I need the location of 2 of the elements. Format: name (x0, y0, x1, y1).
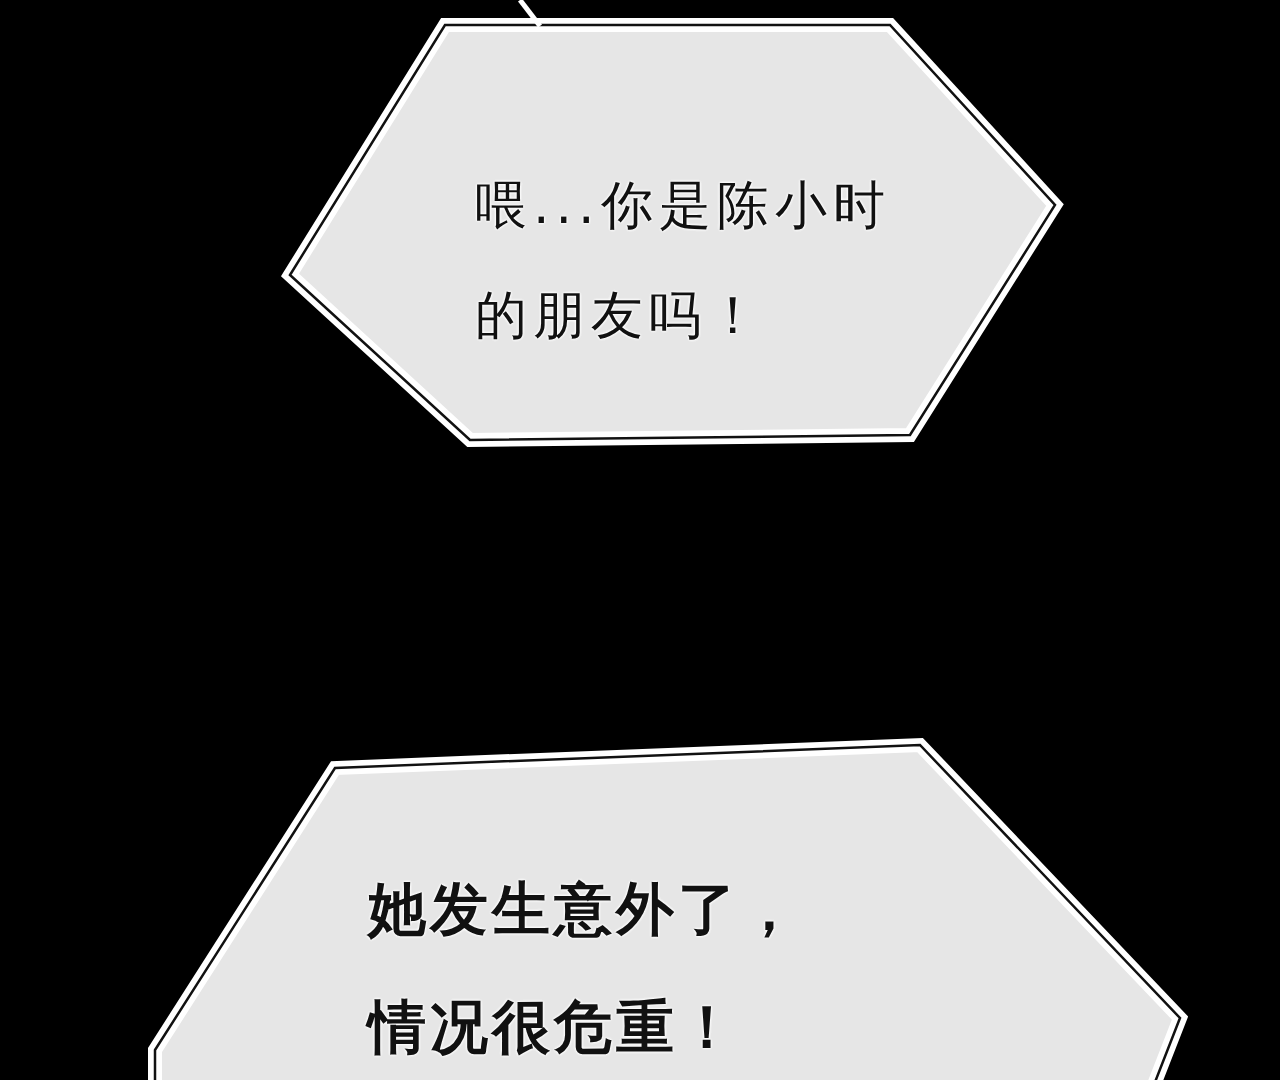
speech-bubble (145, 735, 1190, 1080)
speech-text: 喂...你是陈小时的朋友吗！ (475, 174, 892, 347)
